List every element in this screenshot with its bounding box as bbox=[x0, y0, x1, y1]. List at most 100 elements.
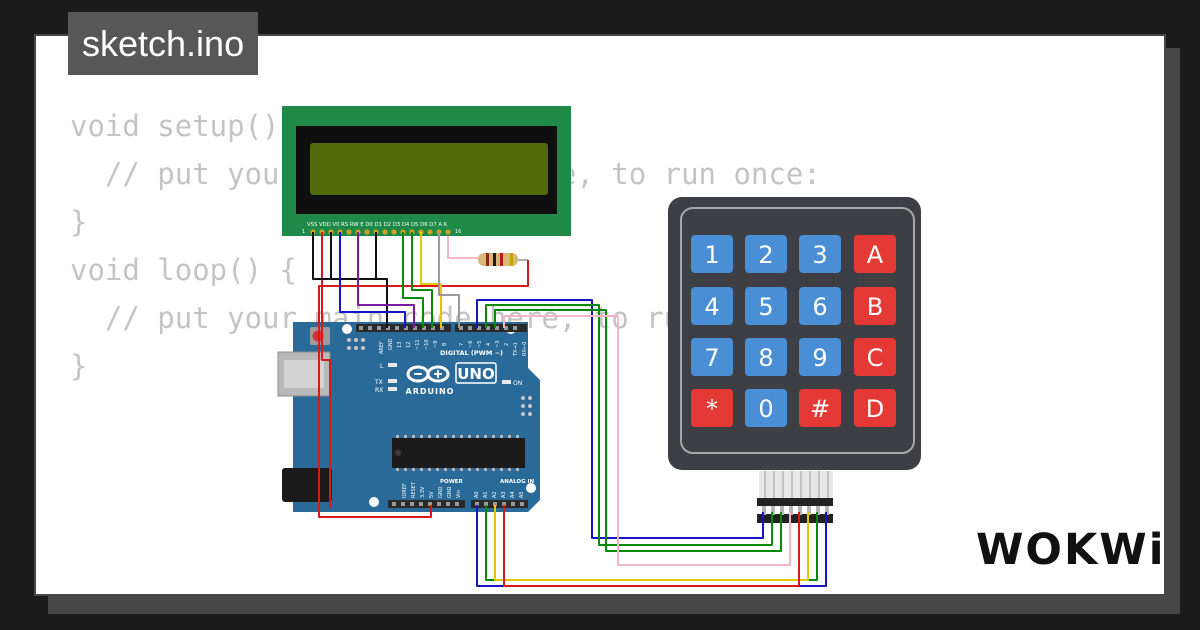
key-a[interactable] bbox=[854, 235, 896, 273]
board-model: UNO bbox=[457, 365, 495, 383]
pin-label: ~5 bbox=[477, 341, 483, 348]
pin-label: IOREF bbox=[402, 483, 408, 498]
analog-label: ANALOG IN bbox=[500, 479, 535, 485]
key-label: 3 bbox=[812, 241, 827, 269]
digital-label: DIGITAL (PWM ~) bbox=[440, 349, 503, 357]
pin-label: 4 bbox=[486, 343, 492, 346]
board-brand: ARDUINO bbox=[406, 387, 455, 396]
key-label: 0 bbox=[758, 395, 773, 423]
pin-label: Vin bbox=[456, 490, 462, 498]
pin-label: RESET bbox=[411, 481, 417, 498]
key-1[interactable] bbox=[691, 235, 733, 273]
key-label: 4 bbox=[704, 293, 719, 321]
pin-label: ~6 bbox=[468, 341, 474, 348]
keypad[interactable]: 1 2 3 A 4 5 6 B 7 8 9 C * 0 bbox=[668, 197, 921, 523]
key-label: 2 bbox=[758, 241, 773, 269]
code-line: } bbox=[70, 205, 88, 239]
key-label: B bbox=[867, 293, 883, 321]
pin-label: TX→1 bbox=[513, 342, 519, 357]
wire-gray bbox=[438, 232, 460, 328]
key-label: 5 bbox=[758, 293, 773, 321]
led-label-on: ON bbox=[513, 380, 522, 387]
power-header bbox=[388, 500, 465, 508]
pin-label: ~3 bbox=[495, 341, 501, 348]
atmega-chip bbox=[392, 438, 525, 468]
lcd-pin-header bbox=[308, 228, 454, 236]
key-d[interactable] bbox=[854, 389, 896, 427]
arduino-logo-icon bbox=[406, 365, 450, 383]
wire-red bbox=[321, 232, 331, 508]
pin-label: ~11 bbox=[415, 339, 421, 350]
lcd-display[interactable]: VSS VDD V0 RS RW E D0 D1 D2 D3 D4 D5 D6 … bbox=[282, 106, 571, 236]
wire-green bbox=[485, 304, 773, 546]
pin-label: 5V bbox=[429, 491, 435, 498]
pin-label: 8 bbox=[442, 343, 448, 346]
key-hash[interactable] bbox=[799, 389, 841, 427]
wires bbox=[312, 232, 827, 587]
key-0[interactable] bbox=[745, 389, 787, 427]
key-label: 1 bbox=[704, 241, 719, 269]
key-label: A bbox=[867, 241, 884, 269]
lcd-pin-last: 16 bbox=[455, 229, 461, 235]
wire-green bbox=[402, 232, 424, 328]
pin-label: A3 bbox=[501, 491, 507, 498]
key-2[interactable] bbox=[745, 235, 787, 273]
key-4[interactable] bbox=[691, 287, 733, 325]
pin-label: AREF bbox=[379, 341, 385, 354]
wire-blue bbox=[339, 232, 406, 328]
pin-label: A1 bbox=[483, 491, 489, 498]
pin-label: 12 bbox=[406, 342, 412, 348]
key-8[interactable] bbox=[745, 338, 787, 376]
pin-label: ~9 bbox=[433, 341, 439, 348]
pin-label: A4 bbox=[510, 491, 516, 498]
wire-purple bbox=[357, 232, 415, 328]
key-star[interactable] bbox=[691, 389, 733, 427]
led-label-rx: RX bbox=[375, 387, 383, 394]
lcd-pin-labels: VSS VDD V0 RS RW E D0 D1 D2 D3 D4 D5 D6 … bbox=[307, 222, 448, 228]
pin-label: A2 bbox=[492, 491, 498, 498]
pin-label: GND bbox=[388, 338, 394, 350]
digital-header-right bbox=[455, 324, 527, 332]
pin-label: A5 bbox=[519, 491, 525, 498]
code-line: void loop() { bbox=[70, 253, 297, 287]
wire-green bbox=[411, 232, 433, 328]
pin-label: GND bbox=[438, 486, 444, 498]
key-5[interactable] bbox=[745, 287, 787, 325]
key-9[interactable] bbox=[799, 338, 841, 376]
keypad-ribbon bbox=[757, 471, 833, 523]
key-3[interactable] bbox=[799, 235, 841, 273]
wire-blue bbox=[476, 299, 764, 539]
resistor[interactable] bbox=[447, 236, 528, 266]
digital-header-left bbox=[356, 324, 451, 332]
key-label: 7 bbox=[704, 344, 719, 372]
power-label: POWER bbox=[440, 479, 464, 485]
file-tab-sketch[interactable]: sketch.ino bbox=[68, 12, 259, 75]
wire-green bbox=[494, 309, 782, 552]
pin-label: 2 bbox=[504, 343, 510, 346]
key-6[interactable] bbox=[799, 287, 841, 325]
key-7[interactable] bbox=[691, 338, 733, 376]
key-c[interactable] bbox=[854, 338, 896, 376]
pin-label: A0 bbox=[474, 491, 480, 498]
key-label: D bbox=[866, 395, 884, 423]
key-label: * bbox=[706, 395, 718, 423]
key-b[interactable] bbox=[854, 287, 896, 325]
key-label: 6 bbox=[812, 293, 827, 321]
power-jack bbox=[282, 468, 332, 502]
pin-label: 13 bbox=[397, 342, 403, 348]
key-label: 9 bbox=[812, 344, 827, 372]
arduino-uno-board[interactable]: AREF GND 13 12 ~11 ~10 ~9 8 7 ~6 ~5 4 ~3… bbox=[277, 322, 540, 512]
wire-yellow bbox=[420, 232, 442, 328]
wire-pink bbox=[503, 315, 791, 566]
wire-yellow bbox=[494, 505, 809, 581]
key-label: # bbox=[810, 395, 830, 423]
key-label: 8 bbox=[758, 344, 773, 372]
pin-label: 3.3V bbox=[420, 486, 426, 498]
led-label-tx: TX bbox=[374, 379, 383, 386]
icsp-header-side bbox=[521, 396, 532, 416]
code-line: } bbox=[70, 349, 88, 383]
lcd-screen bbox=[310, 143, 548, 195]
wire-red bbox=[503, 505, 800, 587]
wire-red bbox=[318, 260, 529, 518]
